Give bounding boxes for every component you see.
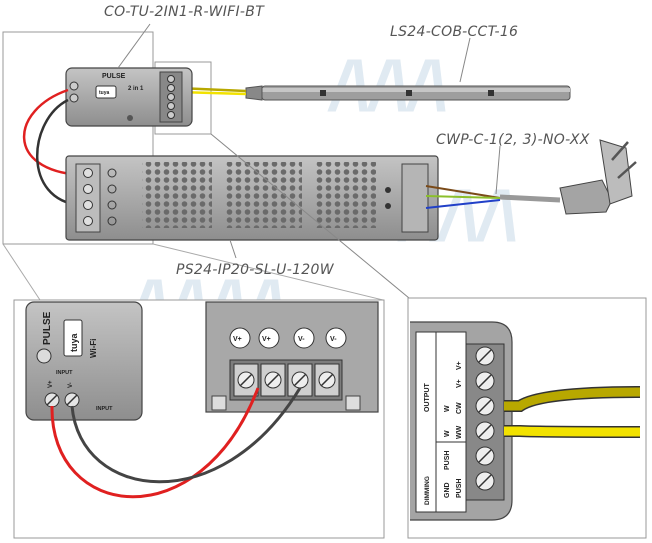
output-wire-ww-core [504, 426, 641, 437]
label-strip: LS24-COB-CCT-16 [390, 24, 518, 40]
psu-small [65, 155, 439, 241]
label-psu: PS24-IP20-SL-U-120W [176, 262, 335, 278]
psu-terminal-1: V+ [233, 336, 242, 343]
ac-wire-blue [425, 199, 501, 209]
label-cable: CWP-C-1(2, 3)-NO-XX [436, 132, 590, 148]
connector-row-5-left: PUSH [444, 451, 451, 470]
led-strip [245, 85, 571, 101]
connector-row-4-left: W [444, 430, 451, 437]
controller-large [25, 301, 143, 421]
controller-small-mode: 2 in 1 [128, 86, 144, 92]
connector-row-6-left: GND [444, 482, 451, 498]
wire-positive-top [22, 88, 81, 177]
psu-terminal-3: V- [298, 336, 305, 343]
controller-app: tuya [69, 333, 79, 353]
controller-small [65, 67, 193, 127]
wire-positive-detail [50, 387, 260, 499]
connector-row-3-left: W [444, 405, 451, 412]
connector-row-3-right: CW [456, 402, 463, 414]
connector-output-group: OUTPUT [424, 383, 431, 413]
wire-negative-top [36, 98, 81, 207]
controller-input-plus: V+ [48, 380, 54, 388]
connector-row-2-right: V+ [456, 379, 463, 388]
ac-wire-brown [425, 185, 501, 199]
controller-input-label-2: INPUT [96, 406, 113, 412]
wire-negative-detail [70, 387, 302, 484]
controller-input-label: INPUT [56, 370, 73, 376]
psu-terminal-4: V- [330, 336, 337, 343]
label-controller: CO-TU-2IN1-R-WIFI-BT [104, 4, 265, 20]
overview-frame [2, 31, 154, 245]
power-cable-plug [499, 139, 637, 215]
output-wire-cw-core [504, 387, 641, 411]
psu-terminal-block [205, 301, 379, 413]
connector-row-1-right: V+ [456, 361, 463, 370]
ac-wire-yg [425, 195, 501, 199]
controller-small-brand: PULSE [102, 73, 126, 80]
psu-terminal-2: V+ [262, 336, 271, 343]
controller-input-minus: V- [68, 382, 74, 388]
connector-row-6-right: PUSH [456, 479, 463, 498]
controller-small-app: tuya [99, 90, 110, 96]
controller-output-connector [410, 321, 513, 521]
controller-brand: PULSE [42, 311, 53, 345]
connector-row-4-right: WW [456, 425, 463, 439]
controller-radio: Wi-Fi [89, 339, 98, 358]
connector-dimming-group: DIMMING [424, 476, 431, 505]
